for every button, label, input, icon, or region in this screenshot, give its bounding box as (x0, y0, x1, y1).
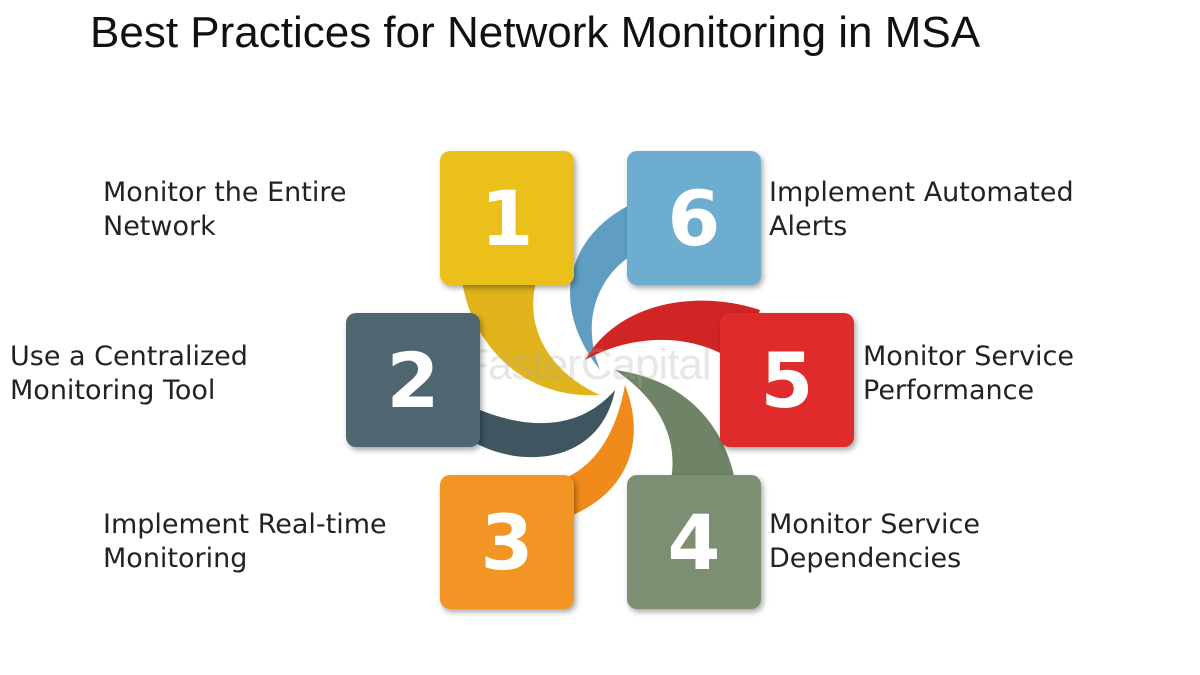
step-3-label-line1: Implement Real-time (103, 509, 387, 540)
step-6-label-line1: Implement Automated (769, 177, 1074, 208)
swirl-arm-2 (470, 390, 615, 458)
page-title: Best Practices for Network Monitoring in… (90, 8, 981, 57)
step-2-label-line2: Monitoring Tool (10, 375, 216, 406)
step-6-number: 6 (667, 173, 721, 263)
swirl-arm-4 (615, 370, 735, 485)
step-5-label-line2: Performance (863, 375, 1035, 406)
step-4-label-line1: Monitor Service (769, 509, 981, 540)
step-2-label: Use a Centralized Monitoring Tool (10, 340, 248, 408)
step-3-number: 3 (480, 497, 534, 587)
step-5-tile: 5 (720, 313, 854, 447)
step-3-label: Implement Real-time Monitoring (103, 508, 387, 576)
step-2-tile: 2 (346, 313, 480, 447)
step-6-label-line2: Alerts (769, 211, 848, 242)
step-5-label: Monitor Service Performance (863, 340, 1074, 408)
step-4-tile: 4 (627, 475, 761, 609)
step-1-number: 1 (480, 173, 534, 263)
step-3-tile: 3 (440, 475, 574, 609)
step-1-tile: 1 (440, 151, 574, 285)
step-1-label-line2: Network (103, 211, 216, 242)
step-5-label-line1: Monitor Service (863, 341, 1075, 372)
step-6-label: Implement Automated Alerts (769, 176, 1074, 244)
step-6-tile: 6 (627, 151, 761, 285)
step-2-label-line1: Use a Centralized (10, 341, 248, 372)
step-2-number: 2 (386, 335, 440, 425)
step-4-label-line2: Dependencies (769, 543, 962, 574)
step-1-label-line1: Monitor the Entire (103, 177, 347, 208)
swirl-arm-1 (462, 270, 600, 396)
swirl-arm-5 (585, 300, 760, 365)
step-4-number: 4 (667, 497, 721, 587)
step-4-label: Monitor Service Dependencies (769, 508, 980, 576)
step-1-label: Monitor the Entire Network (103, 176, 347, 244)
watermark-text: FasterCapital (462, 340, 712, 389)
step-3-label-line2: Monitoring (103, 543, 248, 574)
step-5-number: 5 (760, 335, 814, 425)
